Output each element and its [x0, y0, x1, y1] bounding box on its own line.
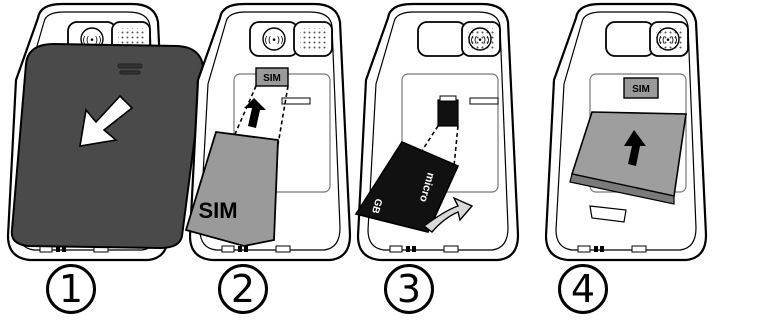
sd-slot [438, 100, 458, 126]
battery-cover [12, 44, 203, 248]
panel-1: ((•)) [8, 4, 203, 260]
step-number-3: 3 [384, 264, 434, 314]
sim-slot-label: SIM [632, 84, 650, 95]
panel-3: ((•)) micro GB [356, 4, 518, 260]
svg-text:((•)): ((•)) [658, 36, 677, 46]
step-number-4: 4 [558, 264, 608, 314]
sim-slot-label: SIM [263, 73, 281, 84]
svg-text:((•)): ((•)) [264, 36, 283, 46]
panel-4: ((•)) SIM [546, 4, 706, 260]
step-number-1: 1 [46, 264, 96, 314]
svg-text:((•)): ((•)) [470, 36, 489, 46]
panel-2: ((•)) SIM SIM [186, 4, 350, 260]
step-number-2: 2 [218, 264, 268, 314]
sim-card-label: SIM [198, 198, 237, 223]
